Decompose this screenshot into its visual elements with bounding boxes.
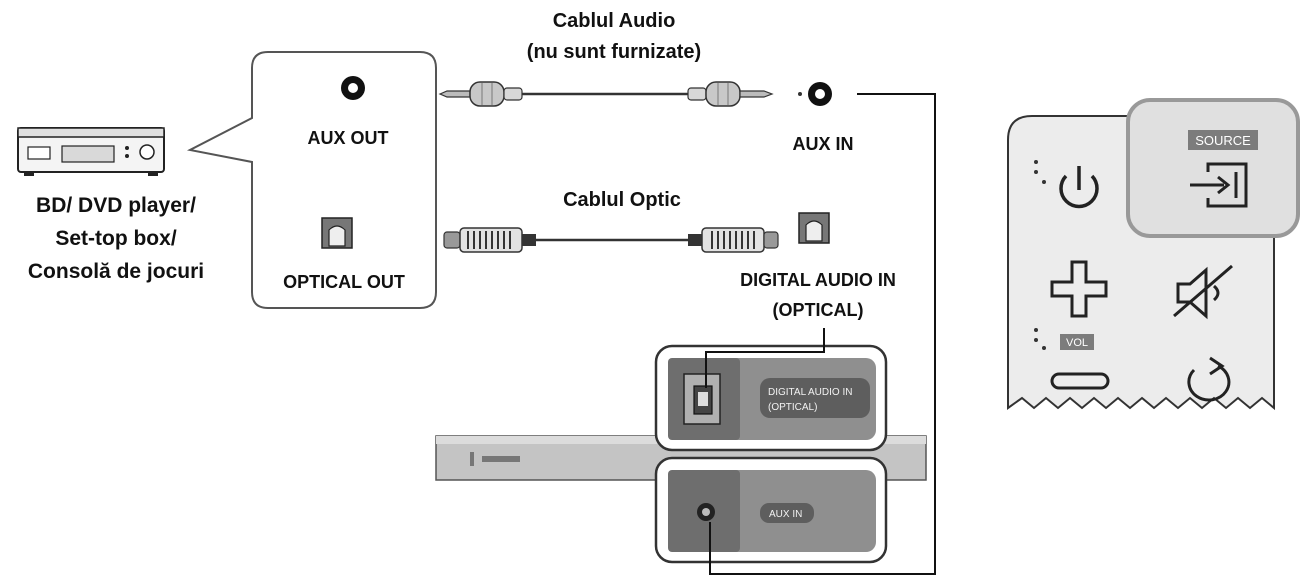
aux-in-label: AUX IN: [792, 134, 853, 154]
device-callout-box: [186, 51, 437, 309]
volume-up-icon[interactable]: [1050, 260, 1108, 318]
digital-in-port-icon: [798, 212, 830, 244]
digital-in-label-line2: (OPTICAL): [773, 300, 864, 320]
aux-route-line: [709, 93, 936, 575]
audio-cable-icon: [438, 81, 774, 107]
panel-digital-label-line1: DIGITAL AUDIO IN: [768, 387, 852, 398]
aux-out-label: AUX OUT: [308, 128, 389, 148]
led-dots-vol: [1034, 328, 1046, 350]
source-label: SOURCE: [1195, 133, 1251, 148]
source-badge: [1188, 130, 1258, 150]
optical-out-port-icon: [321, 217, 353, 249]
volume-down-icon[interactable]: [1050, 372, 1110, 390]
device-label-line1: BD/ DVD player/: [36, 194, 196, 217]
device-label-line3: Consolă de jocuri: [28, 260, 204, 283]
aux-out-jack-icon: [341, 76, 365, 100]
device-label-line2: Set-top box/: [55, 227, 176, 250]
dvd-player-icon: [17, 127, 165, 176]
led-dots-top: [1034, 160, 1046, 184]
power-icon[interactable]: [1059, 166, 1099, 209]
optical-out-label: OPTICAL OUT: [283, 272, 405, 292]
digital-in-label-line1: DIGITAL AUDIO IN: [740, 270, 896, 290]
soundbar-digital-panel: [654, 344, 888, 452]
source-highlight-box: [1126, 98, 1300, 238]
mute-icon[interactable]: [1173, 264, 1233, 320]
digital-route-line: [705, 328, 825, 388]
audio-cable-label-line1: Cablul Audio: [553, 10, 676, 32]
panel-aux-label: AUX IN: [769, 509, 802, 520]
optical-cable-label: Cablul Optic: [563, 189, 681, 211]
audio-cable-label-line2: (nu sunt furnizate): [527, 41, 701, 63]
panel-digital-label-line2: (OPTICAL): [768, 402, 817, 413]
source-input-icon[interactable]: [1190, 162, 1248, 208]
repeat-icon[interactable]: [1187, 356, 1231, 402]
aux-in-jack-icon: [798, 82, 832, 106]
vol-badge: [1060, 334, 1094, 350]
optical-cable-icon: [443, 227, 779, 253]
soundbar-aux-panel: [654, 456, 888, 564]
vol-label: VOL: [1066, 337, 1088, 349]
